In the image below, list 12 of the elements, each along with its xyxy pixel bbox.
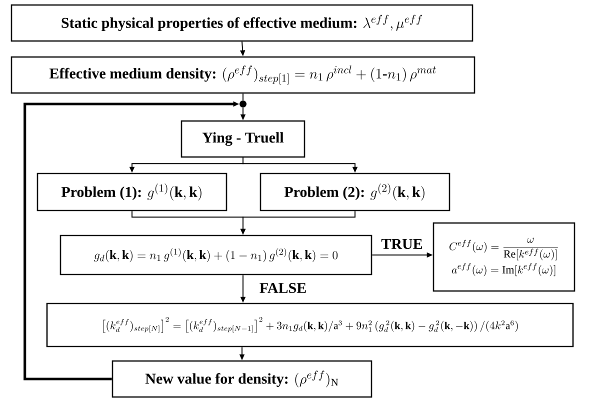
- edge-label: TRUE: [380, 238, 424, 250]
- process-box: Problem (1): $g^{(1)}(\mathbf{k},\mathbf{k})$: [36, 172, 228, 212]
- process-box: Ying - Truell: [180, 120, 306, 158]
- process-box: Problem (2): $g^{(2)}(\mathbf{k},\mathbf{k})$: [260, 172, 450, 212]
- process-box: Static physical properties of effective medium: $\lambda^{eff}, \mu^{eff}$: [10, 4, 474, 42]
- edge-label: FALSE: [258, 282, 308, 294]
- process-box: Effective medium density: $(\rho^{eff})_{step[1]} = n_1\,\rho^{incl} + (1\text{-}n_1)\,\rho^{mat}$: [10, 56, 476, 94]
- junction-dot: [240, 100, 246, 108]
- process-box: $g_d(\mathbf{k},\mathbf{k}) = n_1\,g^{(1)}(\mathbf{k},\mathbf{k}) + (1-n_1)\,g^{(2)}(\mathbf{k},\mathbf{k}) = 0$: [60, 234, 372, 276]
- process-box: $C^{eff}(\omega) = \frac{\omega}{\mathrm{Re}[k^{eff}(\omega)]}$ $a^{eff}(\omega) = \mathrm{Im}[k^{eff}(\omega)]$: [432, 222, 576, 292]
- process-box: New value for density: $(\rho^{eff})_\mathrm{N}$: [112, 360, 372, 398]
- process-box: $\left[(k_d^{eff})_{step[N]}\right]^2 = \left[(k_d^{eff})_{step[N-1]}\right]^2 + 3n_1 g_d(\mathbf{k},\mathbf{k})/\mathrm{a}^3 + 9n_1^2\left(g_d^{\,2}(\mathbf{k},\mathbf{k}) - g_d^{\,2}(\mathbf{k},-\mathbf{k})\right)/(4k^2\mathrm{a}^6)$: [46, 302, 574, 348]
